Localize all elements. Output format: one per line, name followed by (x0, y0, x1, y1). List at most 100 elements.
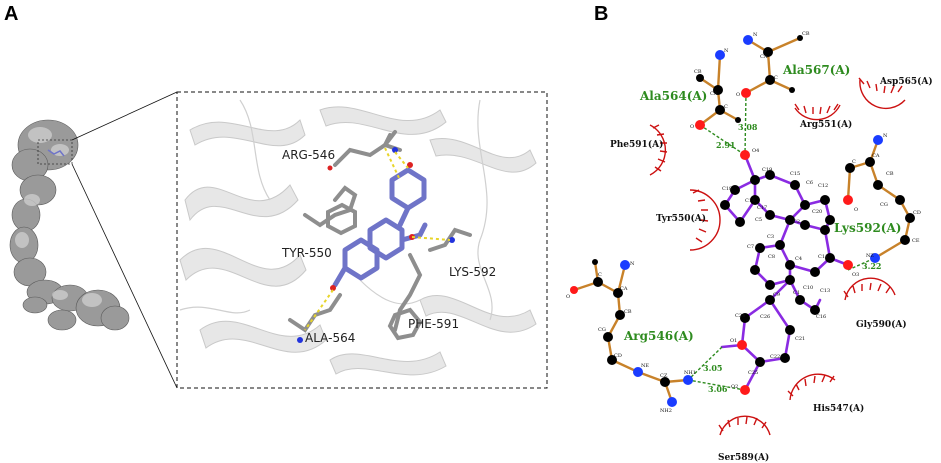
svg-text:C8: C8 (768, 254, 775, 260)
svg-text:C24: C24 (735, 313, 745, 319)
svg-text:C1: C1 (793, 290, 800, 296)
label-arg546-2d: Arg546(A) (623, 329, 694, 343)
cartoon-outlines (179, 99, 493, 321)
svg-text:C16: C16 (816, 314, 826, 320)
protein-surface (9, 119, 130, 331)
svg-text:CD: CD (614, 353, 622, 359)
svg-text:O: O (690, 124, 694, 130)
hbonds-2d (687, 92, 876, 391)
svg-text:C14: C14 (745, 198, 755, 204)
svg-text:C26: C26 (760, 314, 770, 320)
zoom-line-bottom (71, 163, 178, 389)
label-his547-2d: His547(A) (813, 403, 864, 414)
svg-text:CB: CB (624, 309, 632, 315)
protein-cartoon (179, 106, 537, 376)
label-asp565-2d: Asp565(A) (879, 76, 933, 87)
label-arg551-2d: Arg551(A) (799, 119, 852, 130)
svg-text:O2: O2 (731, 384, 738, 390)
panel-b-label: B (594, 3, 608, 25)
zoom-line-top (71, 91, 178, 141)
label-lys592: LYS-592 (449, 265, 496, 279)
atom-labels: O4 C19 C15 C6 C12 C18 C14 C17 C5 C20 C2 … (566, 31, 921, 414)
hydrophobic-phe591 (649, 124, 667, 176)
svg-text:NE: NE (641, 363, 649, 369)
surface-shading (15, 127, 102, 307)
hydrophobic-arcs (649, 77, 906, 436)
nitrogen-atoms (620, 35, 883, 407)
svg-text:C21: C21 (795, 336, 805, 342)
label-ala564-2d: Ala564(A) (639, 89, 707, 103)
svg-text:C7: C7 (747, 244, 754, 250)
svg-text:C20: C20 (812, 209, 822, 215)
svg-text:CG: CG (598, 327, 606, 333)
oxygen-atoms (570, 88, 853, 395)
svg-text:CG: CG (880, 202, 888, 208)
phe-ring (387, 307, 423, 341)
nitrogen-atoms-3d (297, 147, 455, 343)
hydrophobic-ser589 (719, 415, 771, 436)
label-tyr550-2d: Tyr550(A) (656, 213, 706, 224)
hydrophobic-asp565 (859, 79, 906, 110)
svg-text:O: O (854, 207, 858, 213)
label-ser589-2d: Ser589(A) (718, 452, 769, 463)
label-phe591-2d: Phe591(A) (610, 139, 663, 150)
svg-text:C18: C18 (722, 186, 732, 192)
svg-text:C: C (774, 75, 778, 81)
svg-text:C25: C25 (748, 370, 758, 376)
svg-text:N: N (630, 261, 635, 267)
svg-text:C12: C12 (818, 183, 828, 189)
svg-text:N: N (883, 133, 888, 139)
svg-text:C2: C2 (793, 219, 800, 225)
ligand-marker-small (47, 149, 65, 157)
svg-text:C13: C13 (820, 288, 830, 294)
svg-text:C9: C9 (773, 292, 780, 298)
label-ala567-2d: Ala567(A) (782, 63, 850, 77)
dist-ala567: 3.08 (738, 122, 758, 132)
svg-text:CD: CD (913, 210, 921, 216)
svg-text:CB: CB (802, 31, 810, 37)
svg-text:O1: O1 (730, 338, 737, 344)
svg-text:C: C (598, 272, 602, 278)
svg-text:CZ: CZ (660, 373, 668, 379)
carbon-atoms (592, 35, 915, 387)
svg-text:C6: C6 (806, 180, 813, 186)
svg-text:CB: CB (886, 171, 894, 177)
svg-text:N: N (753, 32, 758, 38)
label-phe591: PHE-591 (408, 317, 459, 331)
svg-text:C17: C17 (757, 205, 767, 211)
dist-arg-o2: 3.06 (708, 384, 728, 394)
svg-text:CA: CA (620, 286, 628, 292)
svg-text:C3: C3 (767, 234, 774, 240)
binding-site-box (37, 139, 73, 165)
hydrophobic-gly590 (844, 277, 896, 301)
hydrophobic-his547 (789, 373, 836, 401)
svg-text:C22: C22 (770, 354, 780, 360)
svg-text:CA: CA (760, 54, 768, 60)
panel-a-label: A (4, 3, 18, 25)
dist-arg-o1: 3.05 (703, 363, 722, 373)
label-ala564: ALA-564 (305, 331, 355, 345)
svg-text:C15: C15 (790, 171, 800, 177)
svg-text:N: N (724, 48, 729, 54)
tyr-ring (326, 202, 357, 236)
svg-text:O3: O3 (852, 272, 859, 278)
svg-text:C: C (724, 104, 728, 110)
hbonds-3d (304, 147, 451, 331)
svg-text:C10: C10 (803, 285, 813, 291)
svg-text:O: O (566, 294, 570, 300)
svg-text:C5: C5 (755, 217, 762, 223)
label-gly590-2d: Gly590(A) (856, 319, 907, 330)
hydrophobic-tyr550 (689, 189, 721, 251)
dist-lys592: 3.22 (862, 261, 881, 271)
svg-text:NH2: NH2 (660, 408, 672, 414)
svg-text:C11: C11 (818, 254, 828, 260)
svg-text:C19: C19 (762, 167, 772, 173)
svg-text:O4: O4 (752, 148, 759, 154)
svg-text:CA: CA (872, 153, 880, 159)
label-tyr550: TYR-550 (281, 246, 332, 260)
dist-ala564: 2.91 (716, 140, 735, 150)
ligand-3d (332, 167, 428, 288)
svg-text:C: C (852, 159, 856, 165)
svg-text:CA: CA (710, 91, 718, 97)
